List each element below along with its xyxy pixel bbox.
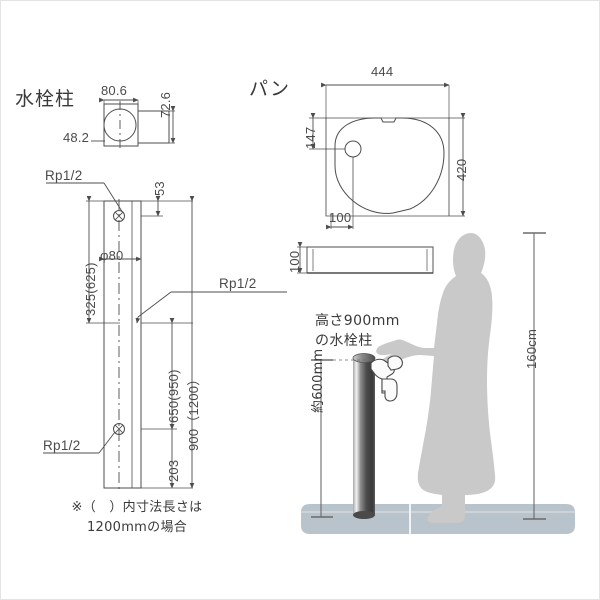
scene-post-label-line1: 高さ900mm xyxy=(315,313,400,329)
person-silhouette-shape xyxy=(376,233,496,523)
dim-pan-drain-offset: 147 xyxy=(303,126,318,149)
dim-top-depth: 72.6 xyxy=(158,91,173,118)
pan-title: パン xyxy=(249,78,290,100)
dim-pan-width: 444 xyxy=(371,64,394,79)
dim-pan-side-height: 100 xyxy=(287,250,302,273)
dim-pan-drain-edge: 100 xyxy=(329,210,352,225)
dim-top-diameter: 48.2 xyxy=(63,130,90,145)
scene-post-label-line2: の水栓柱 xyxy=(315,333,373,349)
faucet-post-3d-shape xyxy=(352,353,403,519)
callout-rp-side: Rp1/2 xyxy=(219,276,257,291)
faucet-post-title: 水栓柱 xyxy=(15,88,76,110)
dim-offset-53: 53 xyxy=(152,181,167,196)
dim-pan-depth: 420 xyxy=(454,158,469,181)
callout-rp-top: Rp1/2 xyxy=(45,168,83,183)
dim-total-height: 900（1200） xyxy=(186,372,201,451)
dim-body-diameter: φ80 xyxy=(100,248,124,263)
dim-scene-person-height: 160cm xyxy=(524,328,539,369)
note-line-1: ※（ ）内寸法長さは xyxy=(71,500,203,515)
dim-top-height: 325(625) xyxy=(83,262,98,316)
callout-rp-bottom: Rp1/2 xyxy=(43,438,81,453)
dim-mid-height: 650(950) xyxy=(166,369,181,423)
dim-top-width: 80.6 xyxy=(101,83,128,98)
note-line-2: 1200mmの場合 xyxy=(86,520,188,535)
dim-scene-post-height: 約600mm xyxy=(311,348,326,413)
dim-bottom-height: 203 xyxy=(166,459,181,482)
